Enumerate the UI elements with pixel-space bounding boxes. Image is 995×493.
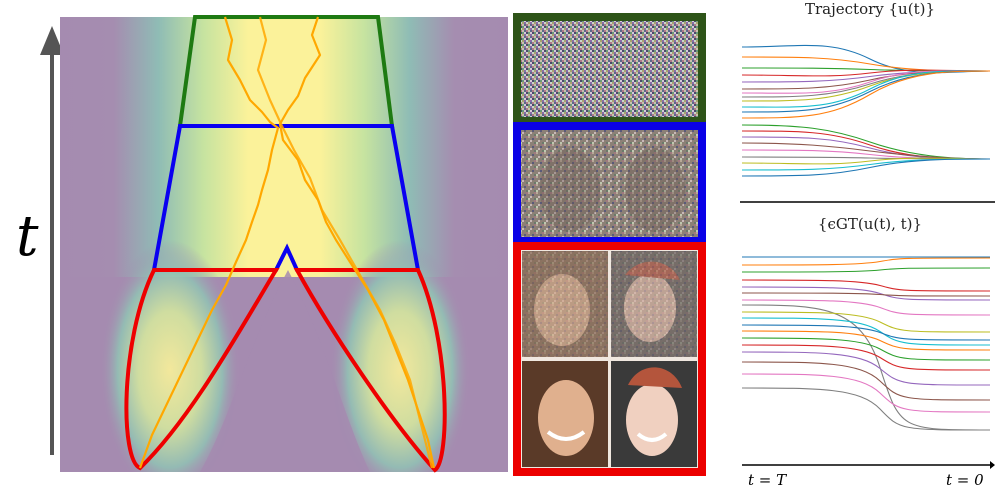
epsilon-line: [741, 267, 991, 273]
trajectory-line: [741, 70, 991, 119]
trajectory-title: Trajectory {u(t)}: [805, 0, 935, 18]
sample-paths: [138, 16, 436, 469]
epsilon-line: [741, 311, 991, 333]
noise-panel-bottom: [513, 242, 706, 476]
epsilon-line: [741, 286, 991, 301]
time-arrow: [40, 26, 64, 455]
trajectory-line: [741, 70, 991, 108]
time-axis-start-label: t = T: [748, 471, 787, 489]
epsilon-line: [741, 361, 991, 401]
noise-panel-middle: [513, 122, 706, 245]
stage-red-bimodal-right: [293, 268, 447, 473]
noise-panel-top: [513, 13, 706, 125]
epsilon-line: [741, 330, 991, 351]
epsilon-line: [741, 304, 991, 431]
face-image-clean-2: [611, 361, 697, 467]
trajectory-line: [741, 157, 991, 165]
face-image-noisy-2: [611, 251, 697, 357]
epsilon-line: [741, 344, 991, 371]
trajectory-line: [741, 130, 991, 160]
epsilon-line: [741, 299, 991, 316]
trajectory-line: [741, 158, 991, 177]
epsilon-line: [741, 373, 991, 413]
epsilon-lines: [741, 256, 991, 431]
time-axis: [742, 461, 995, 469]
epsilon-line: [741, 351, 991, 386]
epsilon-line: [741, 317, 991, 346]
epsilon-line: [741, 292, 991, 297]
time-axis-label: t: [16, 204, 39, 269]
density-panel: [60, 17, 508, 472]
epsilon-title: {ϵGT(u(t), t)}: [818, 215, 922, 233]
epsilon-line: [741, 387, 991, 431]
face-image-noisy-1: [522, 251, 608, 357]
epsilon-line: [741, 257, 991, 266]
epsilon-line: [741, 324, 991, 341]
epsilon-line: [741, 279, 991, 292]
face-image-clean-1: [522, 361, 608, 467]
trajectory-lines: [741, 44, 991, 177]
time-axis-end-label: t = 0: [946, 471, 984, 489]
epsilon-line: [741, 337, 991, 361]
